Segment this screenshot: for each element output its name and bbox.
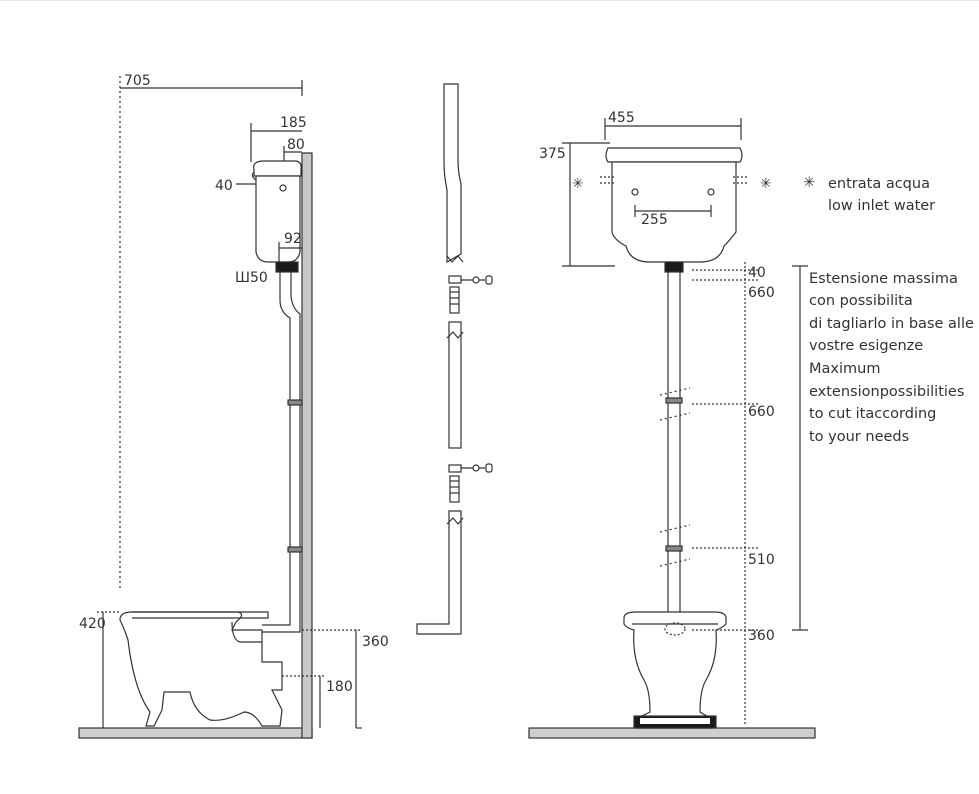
inlet-marker-left-icon: ✳ [572, 176, 584, 192]
front-floor [528, 727, 816, 739]
legend-line-2: low inlet water [828, 198, 935, 214]
side-cistern-body [255, 175, 301, 263]
label-360-front: 360 [748, 628, 775, 644]
label-80: 80 [287, 137, 305, 153]
side-view [78, 76, 362, 739]
note-line: vostre esigenze [809, 338, 923, 354]
note-line: con possibilita [809, 293, 913, 309]
side-cistern-lid [253, 160, 302, 177]
label-455: 455 [608, 110, 635, 126]
label-180: 180 [326, 679, 353, 695]
label-420: 420 [79, 616, 106, 632]
front-bowl [623, 611, 727, 729]
side-flush-pipe [262, 272, 301, 633]
pipe-lower [416, 510, 462, 635]
legend-asterisk-icon: ✳ [803, 175, 815, 191]
label-360-side: 360 [362, 634, 389, 650]
note-line: Maximum [809, 361, 880, 377]
note-line: extensionpossibilities [809, 384, 964, 400]
label-255: 255 [641, 212, 668, 228]
front-view [528, 118, 816, 739]
label-510: 510 [748, 552, 775, 568]
label-185: 185 [280, 115, 307, 131]
note-line: di tagliarlo in base alle [809, 316, 974, 332]
inlet-marker-right-icon: ✳ [760, 176, 772, 192]
label-pipe-diameter: Ш50 [235, 270, 268, 286]
side-wall [301, 152, 313, 739]
label-40-front: 40 [748, 265, 766, 281]
pipe-detail [416, 83, 493, 635]
note-line: Estensione massima [809, 271, 958, 287]
side-floor [78, 727, 313, 739]
legend-line-1: entrata acqua [828, 176, 930, 192]
pipe-upper [443, 83, 462, 264]
side-inlet-hole [279, 184, 287, 192]
label-660-b: 660 [748, 404, 775, 420]
note-line: to your needs [809, 429, 909, 445]
label-705: 705 [124, 73, 151, 89]
label-40-side: 40 [215, 178, 233, 194]
label-660-a: 660 [748, 285, 775, 301]
label-92: 92 [284, 231, 302, 247]
note-line: to cut itaccording [809, 406, 936, 422]
front-cistern-body [611, 161, 737, 263]
label-375: 375 [539, 146, 566, 162]
side-bowl [119, 611, 283, 727]
top-border [0, 0, 979, 1]
front-cistern-lid [605, 147, 743, 163]
front-flush-pipe [667, 271, 681, 623]
